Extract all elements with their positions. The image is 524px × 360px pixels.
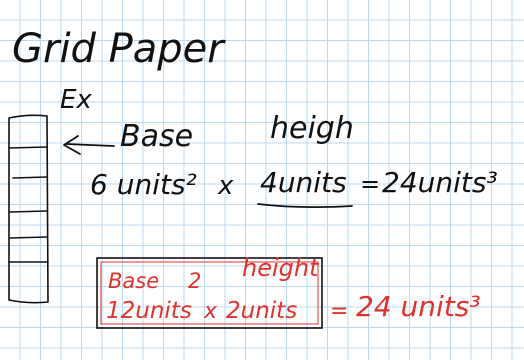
example-label: Ex — [60, 85, 92, 115]
height-underline — [257, 203, 353, 209]
base-value-text: 6 units² — [90, 168, 197, 201]
red-example-box-highlight — [100, 261, 319, 325]
column-outline — [8, 114, 49, 304]
red-height-value: 2units — [226, 298, 297, 324]
red-times-symbol: x — [203, 299, 218, 324]
red-example-box — [96, 257, 323, 329]
base-label: Base — [120, 119, 193, 154]
times-symbol: x — [217, 171, 234, 201]
red-height-label: height — [242, 254, 320, 282]
title-text: Grid Paper — [12, 26, 226, 72]
height-label: heigh — [270, 111, 354, 146]
column-divider — [9, 210, 48, 213]
red-result-text: 24 units³ — [356, 290, 481, 323]
red-equals-symbol: = — [330, 299, 348, 324]
column-divider — [9, 236, 48, 239]
equals-symbol: = — [360, 170, 380, 198]
height-value-text: 4units — [260, 166, 347, 199]
red-base-value: 12units — [106, 298, 192, 324]
column-divider — [12, 176, 48, 179]
red-height-value-top: 2 — [188, 269, 201, 293]
unit-square-column — [8, 114, 49, 304]
red-base-label: Base — [108, 269, 159, 293]
column-divider — [8, 146, 48, 149]
arrow-left-icon — [63, 135, 115, 155]
result-text: 24units³ — [382, 166, 498, 199]
